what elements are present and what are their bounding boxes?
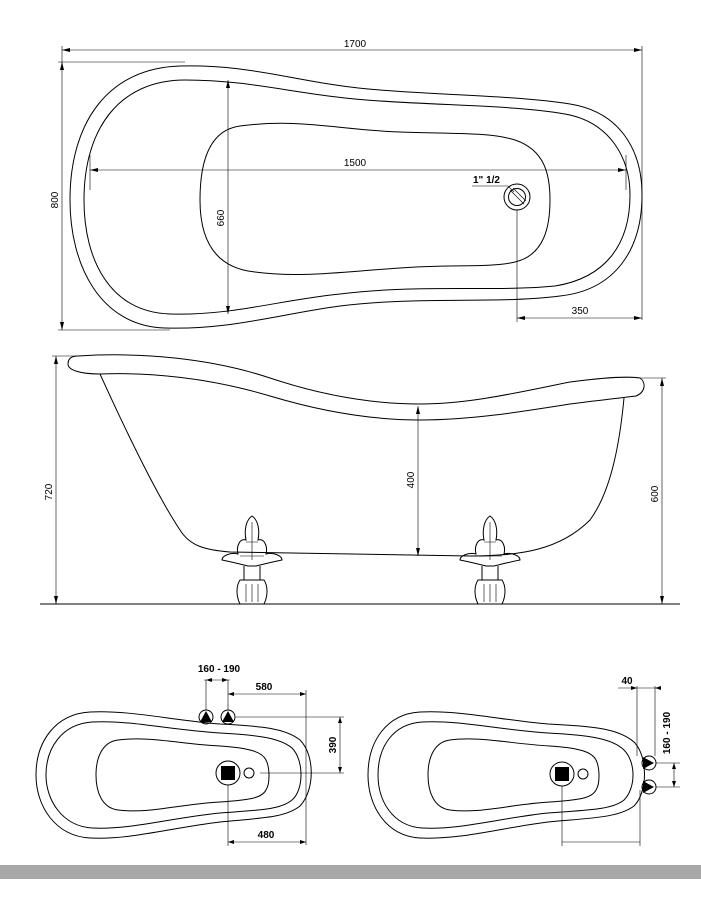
left-plan-view: 160 - 190 580 390 480 <box>35 664 344 846</box>
left-plan-outer-rim <box>35 711 312 839</box>
overall-length-label: 1700 <box>344 39 367 50</box>
footer-bar <box>0 865 701 879</box>
right-tap-b-icon <box>643 781 654 793</box>
right-plan-outer-rim <box>367 711 645 839</box>
drain-offset-label: 350 <box>572 306 589 317</box>
side-view: 720 600 400 <box>40 354 680 605</box>
left-overflow-icon <box>221 766 235 780</box>
inner-width-label: 660 <box>216 209 227 226</box>
tub-outer-rim <box>69 65 643 329</box>
drain-icon <box>503 183 531 211</box>
tub-height-label: 600 <box>650 485 661 502</box>
left-tap-b-icon <box>222 711 234 722</box>
right-tap-spacing-label: 160 - 190 <box>662 711 673 754</box>
overall-width-label: 800 <box>50 191 61 208</box>
right-tap-a-icon <box>643 757 654 769</box>
right-drain-icon <box>577 768 589 780</box>
tub-basin <box>199 122 551 276</box>
drain-size-label: 1" 1/2 <box>473 175 500 186</box>
right-plan-basin <box>427 738 600 812</box>
tub-side-body <box>99 373 625 557</box>
right-plan-view: 40 160 - 190 <box>367 676 680 846</box>
tub-side-rim <box>67 354 645 421</box>
left-tap-a-icon <box>200 711 212 722</box>
left-tap-depth-label: 390 <box>328 736 339 753</box>
claw-foot-right-icon <box>459 515 521 605</box>
inner-depth-label: 400 <box>406 471 417 488</box>
left-plan-inner-rim <box>45 721 302 829</box>
inner-length-label: 1500 <box>344 158 367 169</box>
left-plan-basin <box>95 738 270 812</box>
left-drain-icon <box>243 767 255 779</box>
tub-inner-rim <box>83 79 631 315</box>
overall-height-label: 720 <box>44 483 55 500</box>
right-plan-inner-rim <box>377 721 634 829</box>
top-view: 1700 1500 800 660 1" 1/2 <box>50 39 643 331</box>
left-tap-spacing-label: 160 - 190 <box>198 664 241 675</box>
claw-foot-left-icon <box>221 515 283 605</box>
left-drain-distance-label: 480 <box>258 830 275 841</box>
right-edge-offset-label: 40 <box>621 676 633 687</box>
right-overflow-icon <box>555 767 569 781</box>
left-tap-distance-label: 580 <box>256 682 273 693</box>
